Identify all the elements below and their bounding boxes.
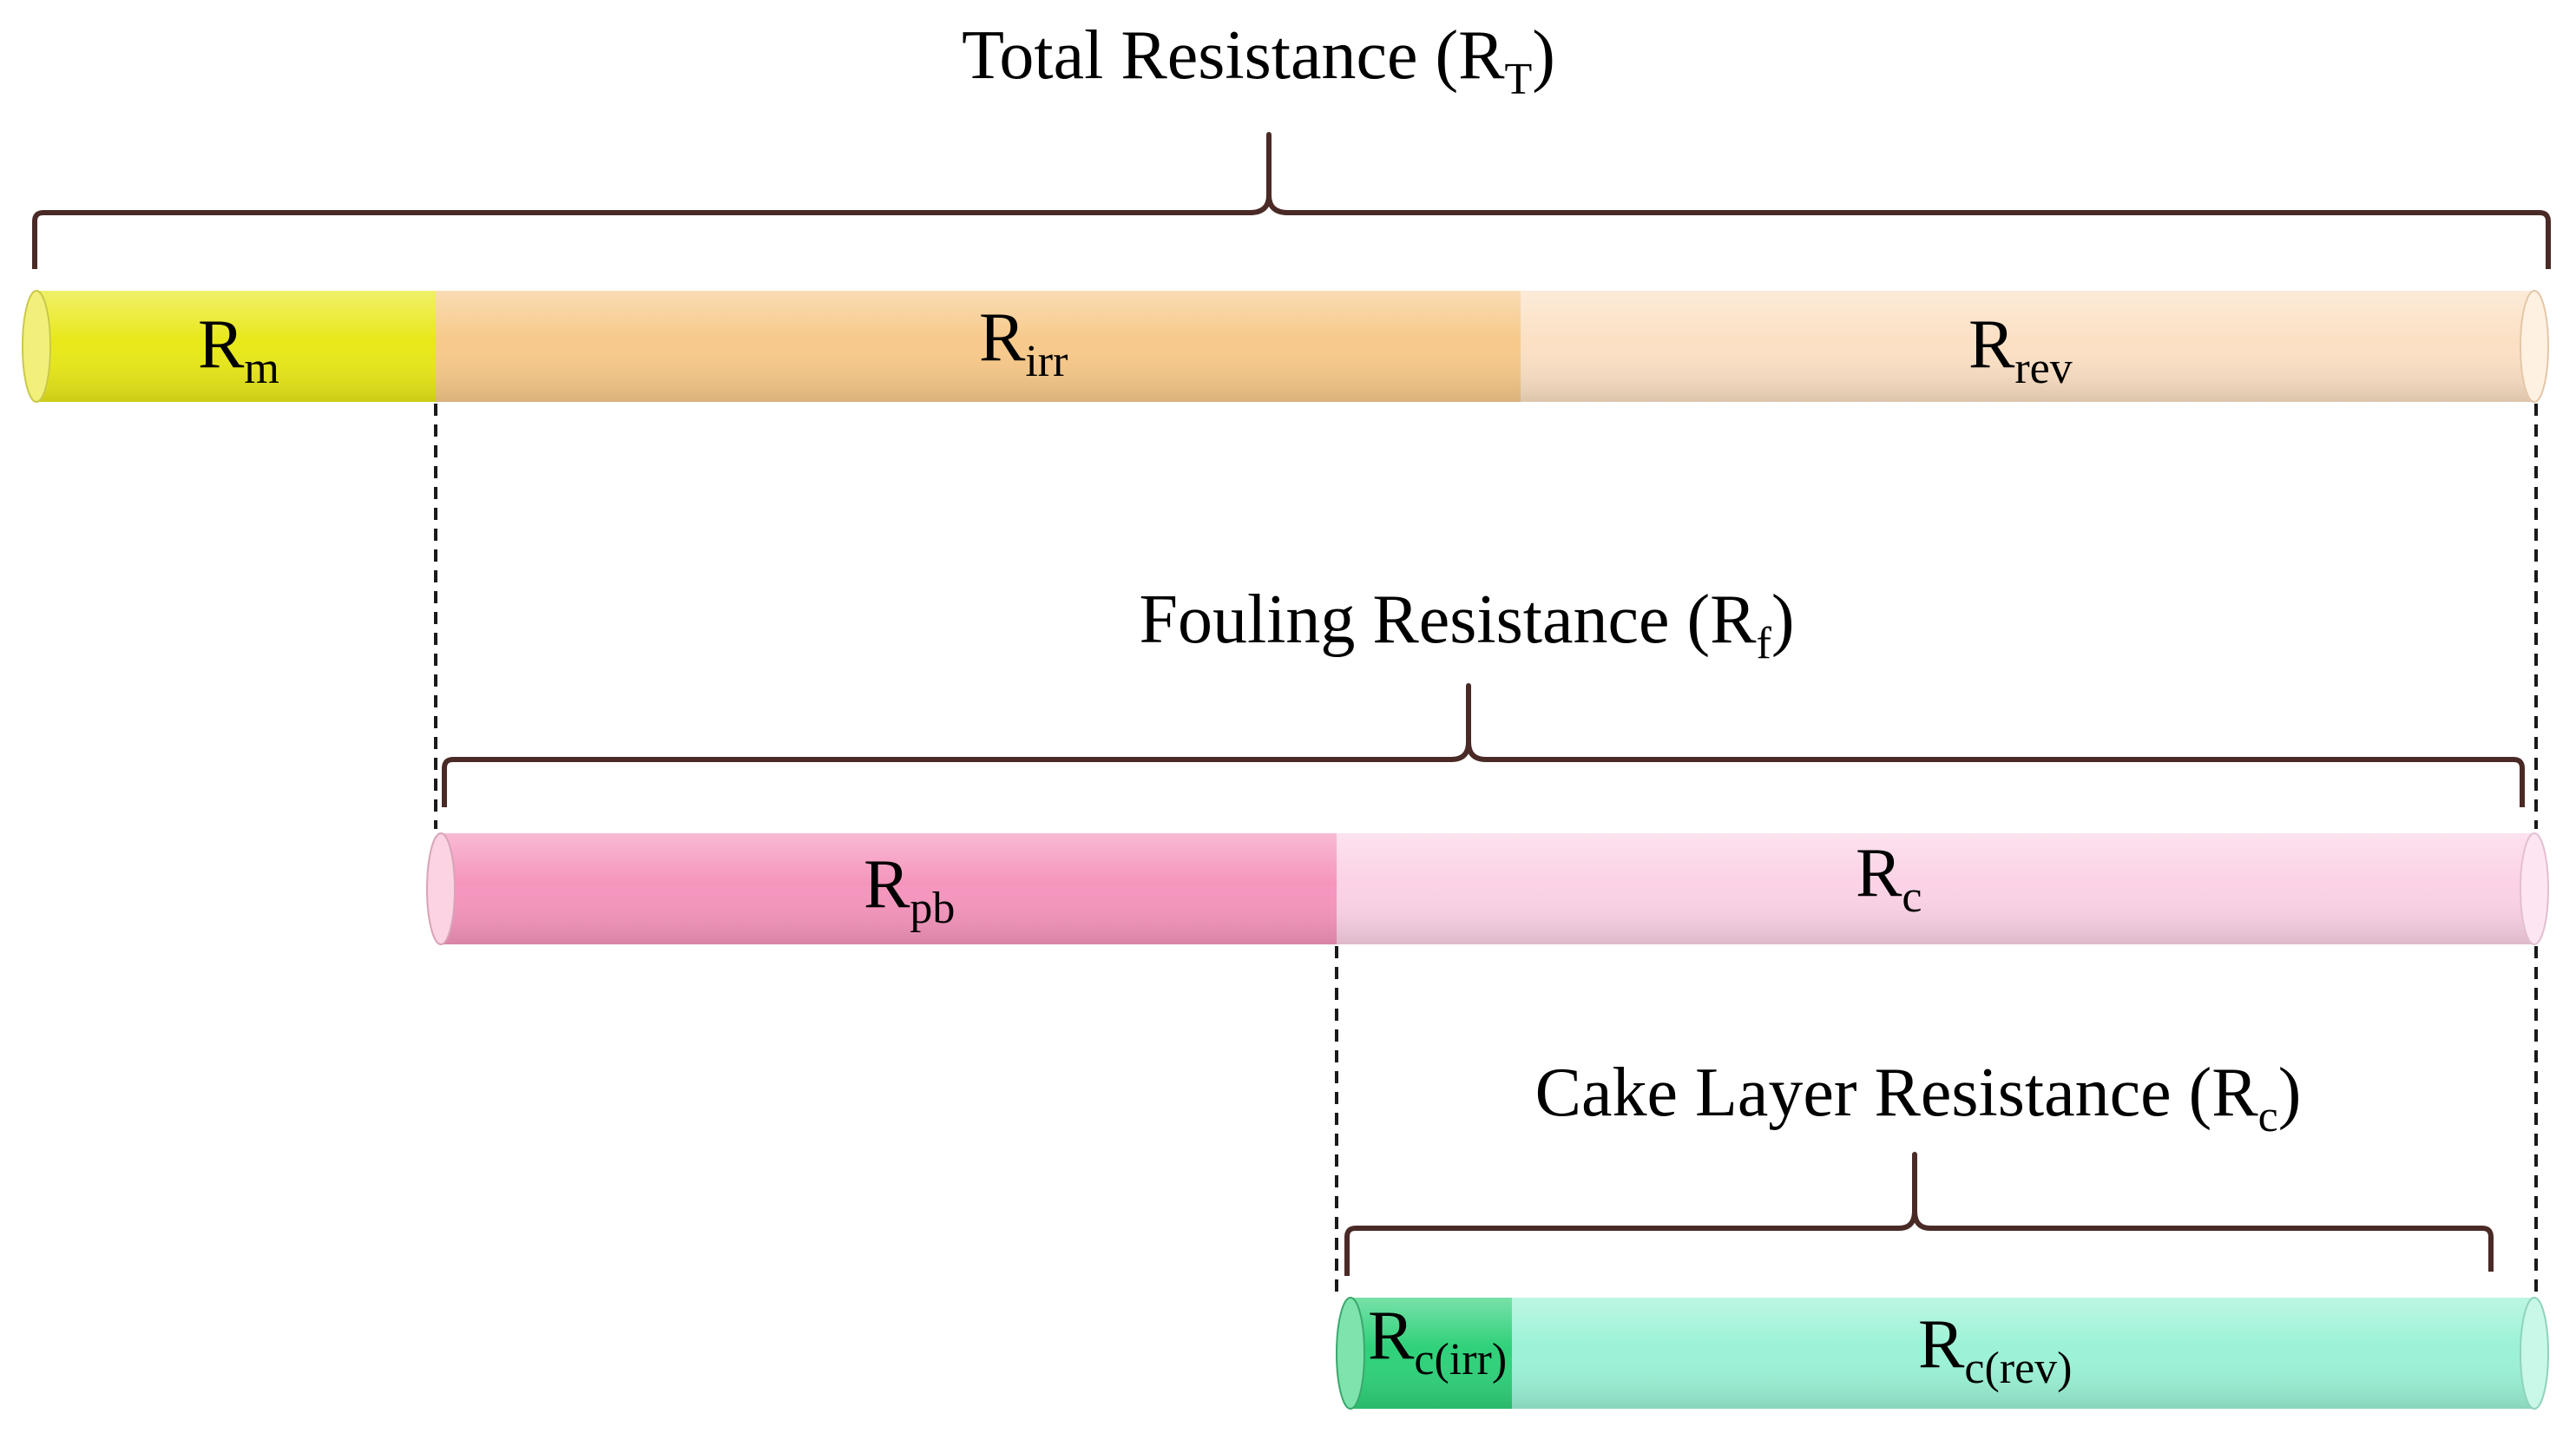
label-rirr: Rirr — [979, 299, 1068, 386]
bar-cap-right — [2520, 832, 2549, 945]
fouling-brace — [442, 683, 2525, 807]
total-bar — [22, 290, 2549, 403]
cake-layer-resistance-title: Cake Layer Resistance (Rc) — [1535, 1055, 2302, 1141]
bar-cap-left — [1336, 1297, 1365, 1410]
label-rcirr: Rc(irr) — [1368, 1298, 1507, 1384]
bar-cap-right — [2520, 290, 2549, 403]
label-rpb: Rpb — [864, 846, 955, 933]
label-rcrev: Rc(rev) — [1918, 1306, 2072, 1393]
fouling-bar — [426, 832, 2549, 945]
total-brace — [32, 132, 2551, 269]
label-rrev: Rrev — [1968, 306, 2073, 393]
bar-cap-left — [426, 832, 456, 945]
label-rm: Rm — [198, 306, 279, 393]
bar-cap-right — [2520, 1297, 2549, 1410]
cake-bar — [1336, 1297, 2549, 1410]
bar-cap-left — [22, 290, 51, 403]
fouling-resistance-title: Fouling Resistance (Rf) — [1139, 582, 1794, 668]
label-rc: Rc — [1856, 835, 1922, 922]
total-resistance-title: Total Resistance (RT) — [962, 17, 1555, 104]
cake-brace — [1344, 1152, 2494, 1276]
